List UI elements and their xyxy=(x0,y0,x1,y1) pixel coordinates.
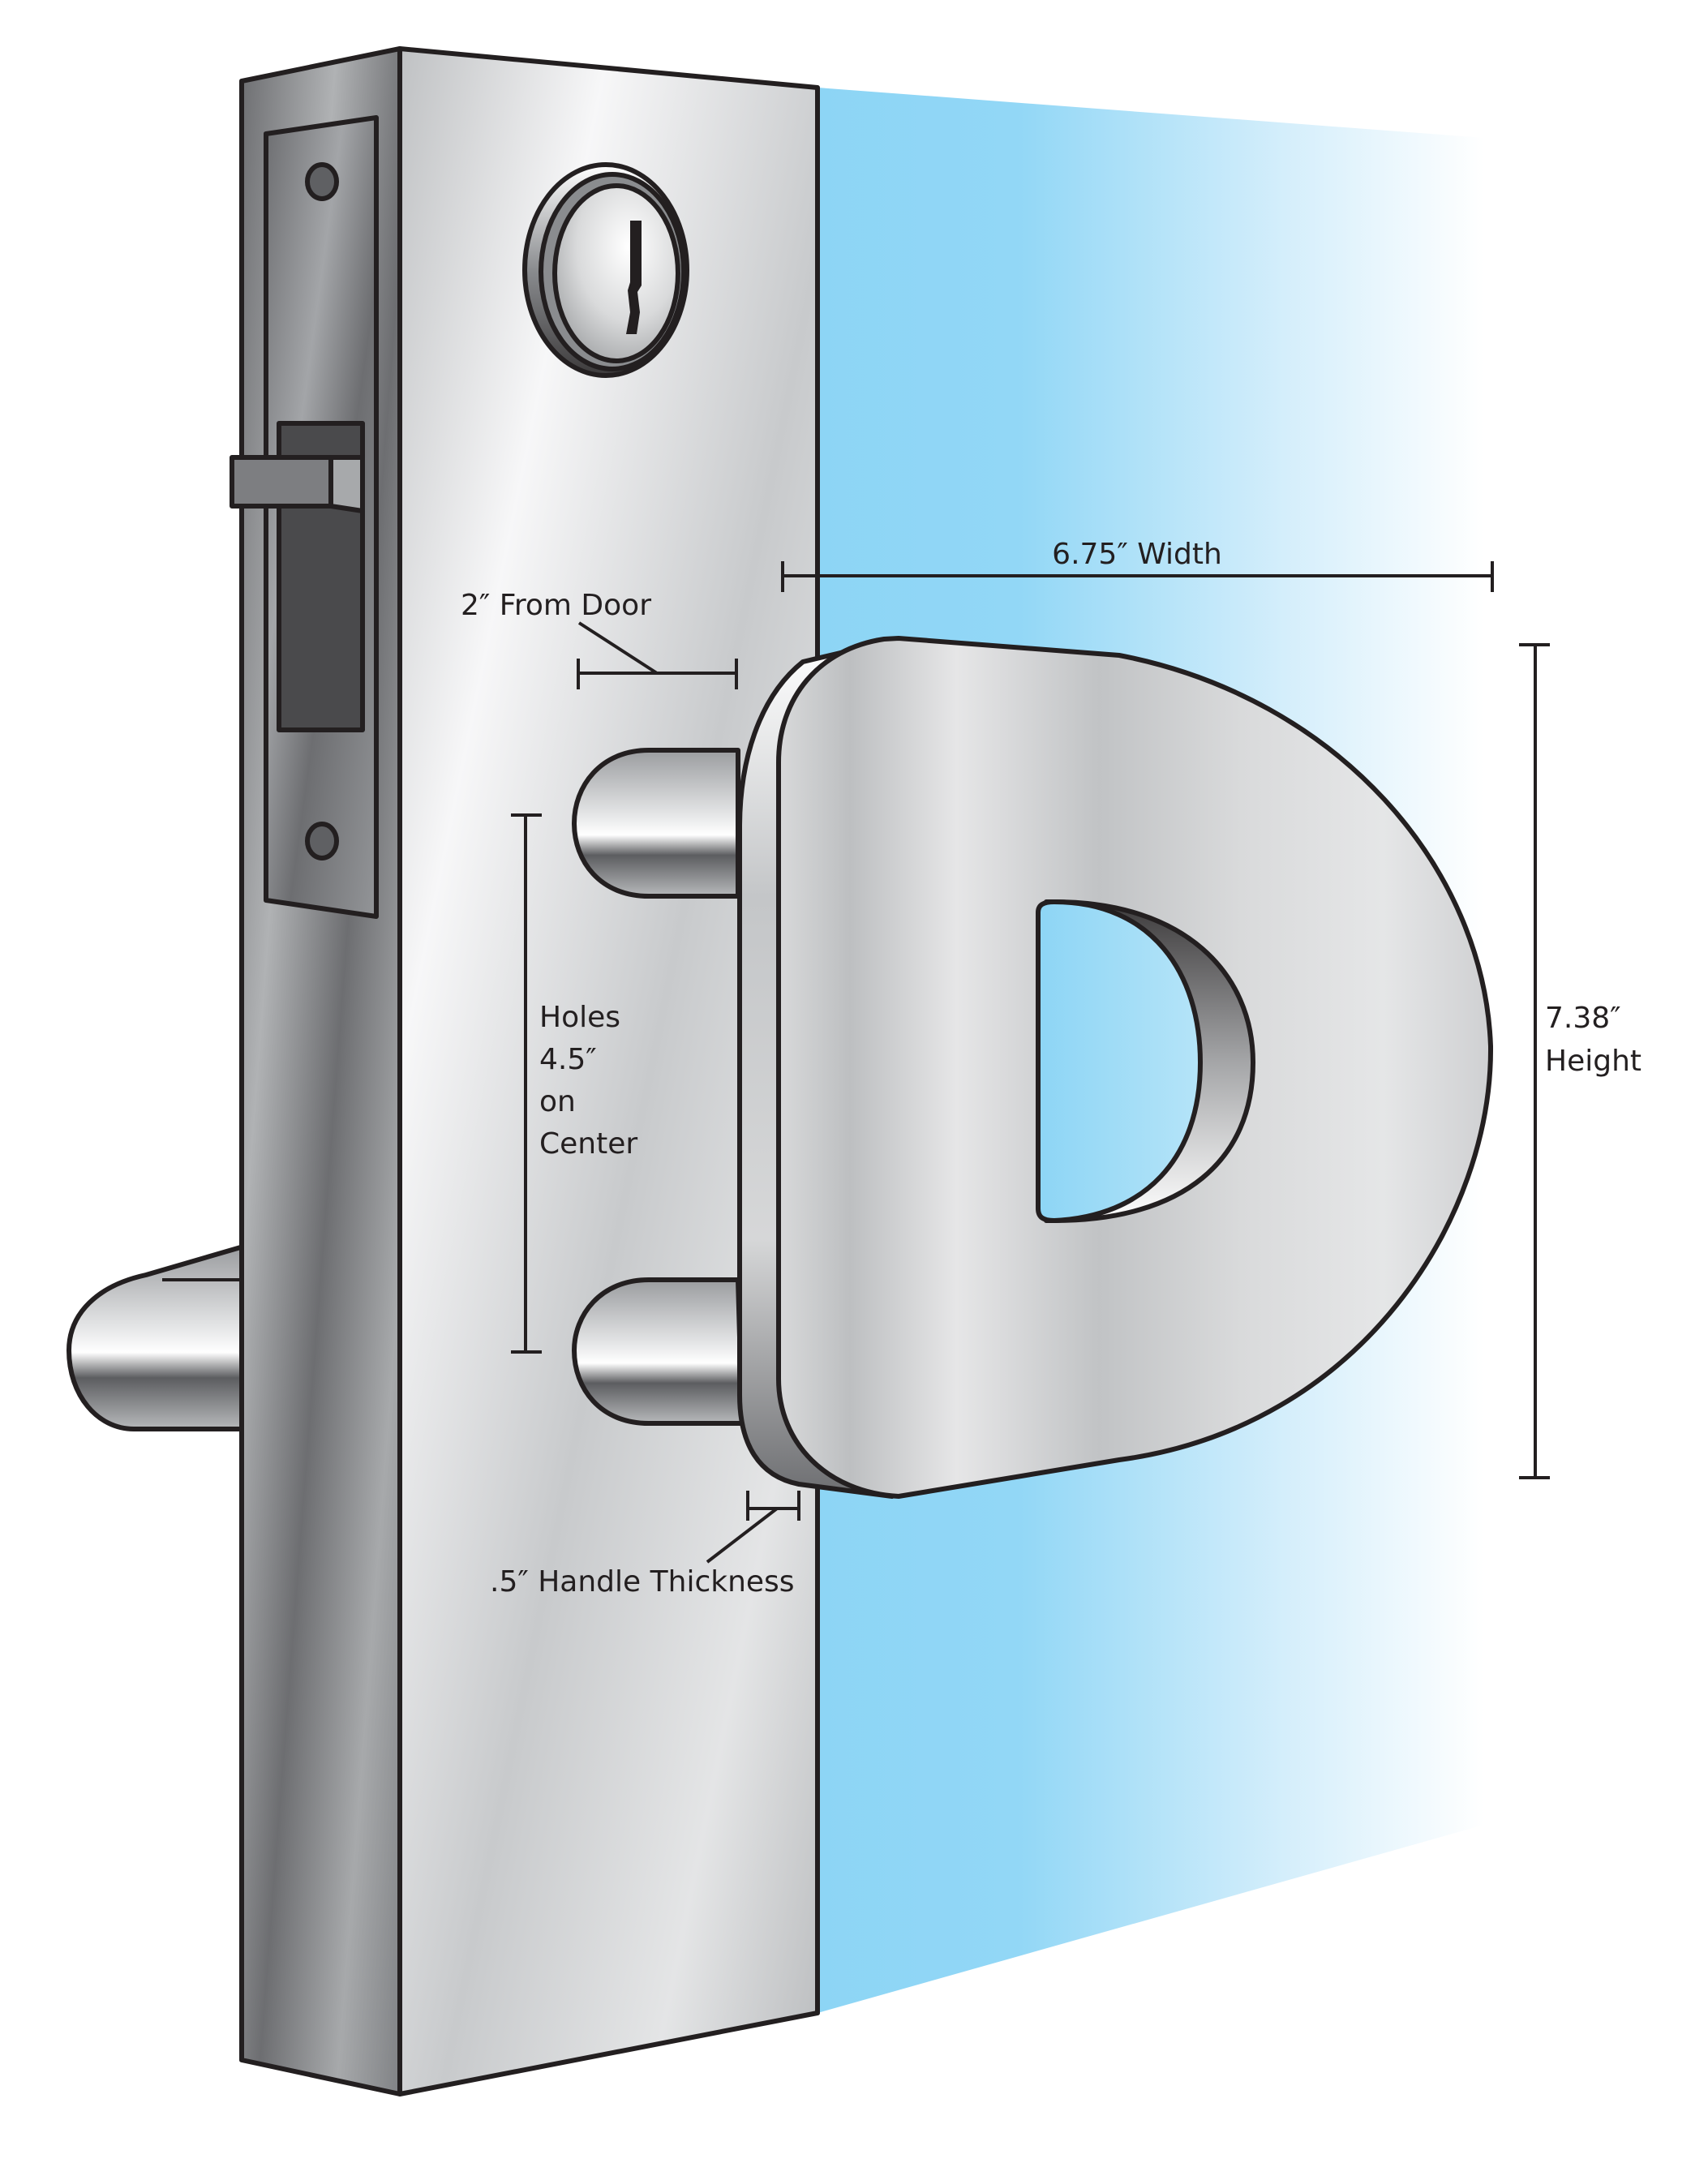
label-height-2: Height xyxy=(1545,1045,1641,1078)
handle-cutout xyxy=(1036,899,1255,1223)
lock-body-front xyxy=(397,46,820,2096)
label-holes-3: on xyxy=(539,1085,576,1118)
dimension-from-door: 2″ From Door xyxy=(461,589,738,689)
keyway-icon xyxy=(626,221,642,334)
label-holes-1: Holes xyxy=(539,1001,620,1034)
dimension-thickness: .5″ Handle Thickness xyxy=(490,1491,800,1599)
side-lever xyxy=(67,1244,246,1431)
label-height-1: 7.38″ xyxy=(1545,1002,1621,1035)
label-holes-4: Center xyxy=(539,1127,637,1161)
label-thickness: .5″ Handle Thickness xyxy=(490,1565,795,1599)
dimension-width: 6.75″ Width xyxy=(781,538,1494,592)
d-pull-handle xyxy=(737,636,1494,1499)
mounting-post-top xyxy=(572,748,740,899)
lock-faceplate xyxy=(230,115,379,919)
dimension-height: 7.38″ Height xyxy=(1519,643,1641,1479)
label-from-door: 2″ From Door xyxy=(461,589,651,622)
screw-hole-top xyxy=(305,162,339,201)
latch-bolt xyxy=(230,455,365,513)
dimension-holes-center: Holes 4.5″ on Center xyxy=(511,813,637,1354)
label-holes-2: 4.5″ xyxy=(539,1043,597,1076)
mounting-post-bottom xyxy=(572,1277,745,1426)
screw-hole-bottom xyxy=(305,822,339,860)
label-width: 6.75″ Width xyxy=(1052,538,1222,571)
key-cylinder xyxy=(522,162,689,378)
